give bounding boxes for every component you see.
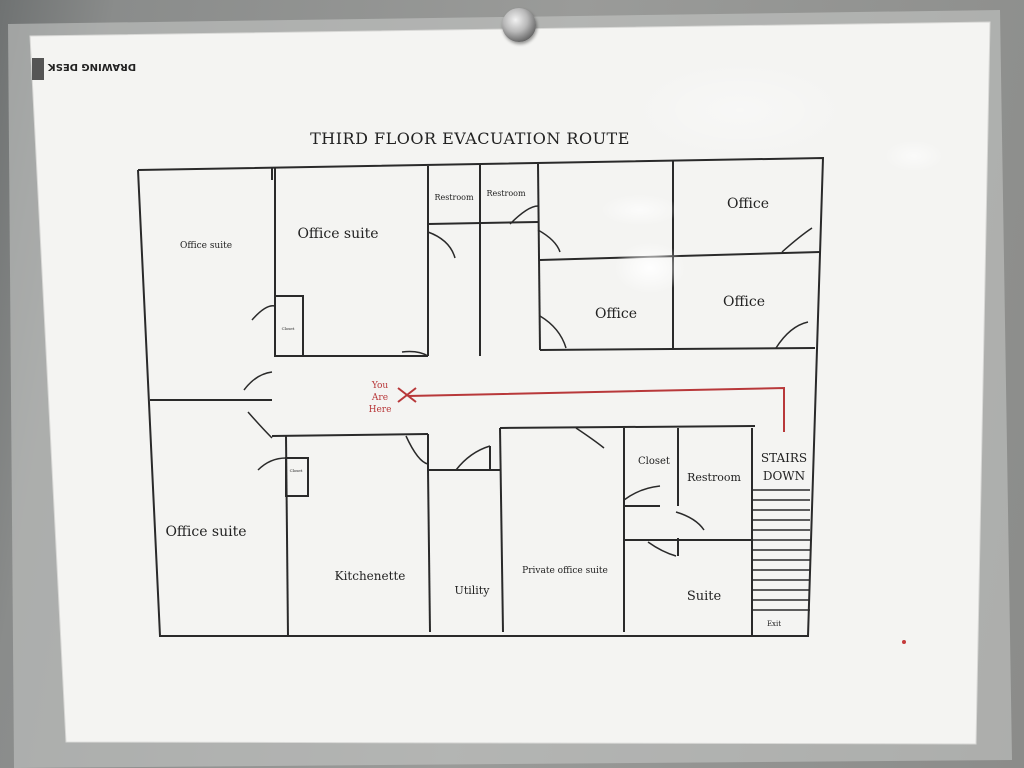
label-closet-w: Closet: [282, 326, 295, 331]
label-office-suite-nw: Office suite: [180, 241, 232, 251]
glare-4: [884, 140, 944, 172]
stairs-label-line-2: DOWN: [763, 469, 805, 483]
door-swings: [243, 205, 813, 557]
paper-sheet: [29, 21, 991, 745]
label-suite: Suite: [687, 589, 722, 604]
label-kitchenette: Kitchenette: [335, 569, 406, 583]
label-office-mid2: Office: [723, 294, 765, 310]
logo-mark: [32, 58, 44, 80]
you-are-here-marker: [397, 387, 417, 403]
room-labels: Office suite Office suite Restroom Restr…: [165, 189, 769, 604]
label-private-office-suite: Private office suite: [522, 566, 608, 576]
push-pin: [502, 8, 536, 42]
evacuation-route: [407, 386, 785, 432]
label-closet-sw: Closet: [290, 468, 303, 473]
glare-3: [630, 60, 850, 160]
logo-text: DRAWING DESK: [47, 61, 136, 72]
stairs-label-line-1: STAIRS: [761, 451, 807, 465]
label-office-ne: Office: [727, 196, 769, 212]
label-restroom-se: Restroom: [687, 471, 741, 484]
label-office-suite-sw: Office suite: [165, 524, 246, 540]
you-are-here-text: You Are Here: [369, 381, 392, 415]
label-restroom-1: Restroom: [434, 193, 474, 202]
label-restroom-2: Restroom: [486, 189, 526, 198]
map-title: THIRD FLOOR EVACUATION ROUTE: [310, 129, 630, 148]
stairs: [752, 489, 810, 611]
glare-2: [600, 194, 680, 226]
you-are-here-line-3: Here: [369, 405, 392, 415]
red-dot: [902, 640, 906, 644]
you-are-here-line-2: Are: [371, 393, 388, 403]
exit-label: Exit: [767, 620, 781, 628]
stairs-label: STAIRS DOWN: [761, 451, 807, 483]
glare-1: [614, 242, 686, 294]
label-office-mid1: Office: [595, 306, 637, 322]
you-are-here-line-1: You: [371, 381, 389, 391]
label-office-suite-n: Office suite: [297, 226, 378, 242]
label-closet-se: Closet: [638, 456, 670, 467]
label-utility: Utility: [455, 584, 491, 597]
drawing-desk-logo: DRAWING DESK: [47, 61, 136, 72]
